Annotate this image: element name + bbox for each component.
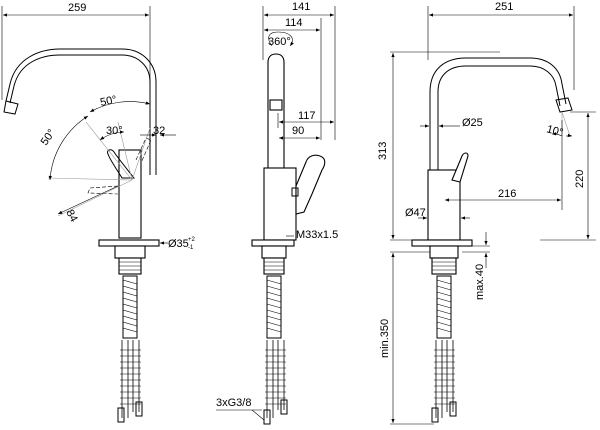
left-spout [5, 48, 157, 175]
dim-117: 117 [298, 110, 316, 122]
angle-lower: 50° [39, 127, 58, 148]
dim-84: 84 [63, 208, 79, 224]
left-view: 259 50° 50° 30° 32 84 Ø35 [1, 2, 196, 423]
left-flange [98, 239, 160, 247]
connection-g38: 3xG3/8 [216, 397, 251, 409]
dim-141: 141 [292, 1, 310, 13]
middle-spout [267, 53, 285, 169]
dim-259: 259 [68, 2, 86, 14]
tol-minus: -1 [188, 245, 194, 251]
right-handle [451, 152, 469, 183]
right-aerator [555, 97, 573, 113]
left-body [118, 149, 142, 239]
middle-handle [295, 154, 326, 215]
dim-32: 32 [153, 125, 165, 137]
left-hoses [117, 340, 143, 423]
right-body [427, 169, 461, 241]
tol-plus: +2 [188, 237, 196, 243]
thread-m33: M33x1.5 [296, 229, 338, 241]
dim-216: 216 [498, 188, 516, 200]
dim-base-diameter: Ø35 [168, 238, 189, 250]
dim-90: 90 [292, 125, 304, 137]
right-view: 251 313 10° 220 Ø25 216 [377, 1, 596, 425]
middle-body [263, 167, 297, 241]
dim-25: Ø25 [462, 117, 483, 129]
middle-view: 141 114 360° 117 90 M33x1.5 [216, 1, 338, 425]
dim-220: 220 [574, 170, 586, 188]
dim-251: 251 [495, 1, 513, 13]
dim-114: 114 [285, 17, 303, 29]
dim-313: 313 [377, 142, 389, 160]
middle-mounting-stud [266, 275, 282, 339]
middle-hoses [263, 340, 288, 425]
angle-upper: 50° [99, 94, 118, 109]
dim-max40: max.40 [474, 264, 486, 300]
right-mounting-stud [436, 275, 452, 339]
rotation-360: 360° [268, 36, 291, 48]
right-hoses [431, 340, 457, 423]
right-spout [429, 57, 567, 178]
left-aerator [3, 100, 19, 115]
angle-small: 30° [106, 125, 123, 137]
left-handle [107, 149, 136, 179]
angle-10: 10° [545, 123, 564, 139]
dim-min350: min.350 [379, 319, 391, 358]
dim-47: Ø47 [405, 207, 426, 219]
left-mounting-stud [122, 275, 138, 339]
